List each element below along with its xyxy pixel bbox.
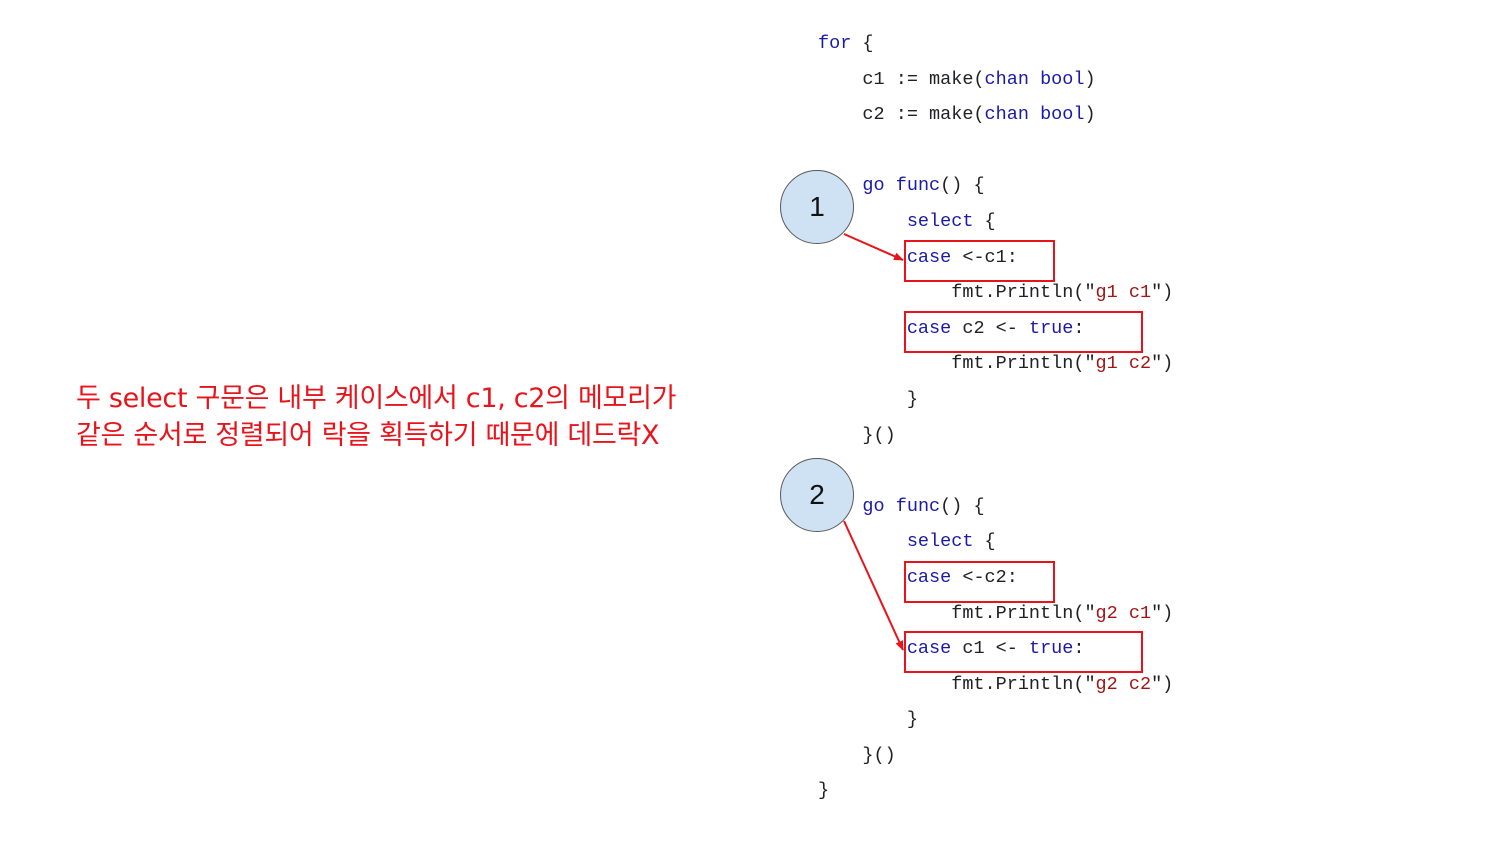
step-marker-2-label: 2 bbox=[809, 479, 825, 510]
code-text: { bbox=[973, 210, 996, 232]
code-string: g1 c1 bbox=[1095, 282, 1152, 304]
code-text: ") bbox=[1151, 673, 1174, 695]
code-keyword: case bbox=[906, 566, 952, 588]
code-line: select { bbox=[818, 204, 1173, 240]
code-line: }() bbox=[818, 738, 1173, 774]
code-string: g1 c2 bbox=[1095, 353, 1152, 375]
code-block: for { c1 := make(chan bool) c2 := make(c… bbox=[818, 26, 1173, 809]
highlight-box-g1-case-c1 bbox=[904, 240, 1055, 282]
code-string: g2 c2 bbox=[1095, 673, 1152, 695]
code-text: } bbox=[818, 388, 918, 410]
code-keyword: func bbox=[895, 175, 941, 197]
code-line: } bbox=[818, 773, 1173, 809]
code-text: } bbox=[818, 780, 830, 802]
code-text: c2 <- bbox=[951, 317, 1029, 339]
code-text: ) bbox=[1084, 68, 1096, 90]
arrow-1 bbox=[843, 233, 904, 261]
code-keyword: select bbox=[906, 531, 974, 553]
code-line: select { bbox=[818, 524, 1173, 560]
code-line: case <-c1: bbox=[818, 240, 1173, 276]
highlight-box-g1-case-c2 bbox=[904, 311, 1143, 353]
code-text: { bbox=[851, 33, 874, 54]
code-line: fmt.Println("g1 c2") bbox=[818, 346, 1173, 382]
code-text: c1 := make( bbox=[818, 68, 985, 90]
code-text: fmt.Println(" bbox=[818, 602, 1096, 624]
code-text: <-c1: bbox=[951, 246, 1018, 268]
code-line: fmt.Println("g2 c2") bbox=[818, 667, 1173, 703]
code-text: : bbox=[1073, 638, 1085, 660]
code-line: }() bbox=[818, 418, 1173, 454]
code-line: fmt.Println("g1 c1") bbox=[818, 275, 1173, 311]
code-line: case c1 <- true: bbox=[818, 631, 1173, 667]
code-keyword: go bbox=[862, 495, 885, 517]
annotation-text: 두 select 구문은 내부 케이스에서 c1, c2의 메모리가 같은 순서… bbox=[76, 380, 676, 454]
code-text: c2 := make( bbox=[818, 104, 985, 126]
code-line: for { bbox=[818, 26, 1173, 62]
code-text: <-c2: bbox=[951, 566, 1018, 588]
code-text: fmt.Println(" bbox=[818, 282, 1096, 304]
code-line: case c2 <- true: bbox=[818, 311, 1173, 347]
code-text: { bbox=[973, 531, 996, 553]
step-marker-1-label: 1 bbox=[809, 191, 825, 222]
code-text: () { bbox=[940, 495, 985, 517]
code-keyword: case bbox=[906, 638, 952, 660]
step-marker-2: 2 bbox=[780, 458, 854, 532]
code-text: fmt.Println(" bbox=[818, 673, 1096, 695]
code-keyword: func bbox=[895, 495, 941, 517]
code-keyword: case bbox=[906, 317, 952, 339]
code-keyword: chan bbox=[984, 68, 1029, 90]
code-text: c1 <- bbox=[951, 638, 1029, 660]
code-keyword: bool bbox=[1040, 68, 1085, 90]
code-keyword: true bbox=[1028, 317, 1074, 339]
code-line: } bbox=[818, 382, 1173, 418]
code-text: }() bbox=[818, 424, 896, 446]
highlight-box-g2-case-c1 bbox=[904, 631, 1143, 673]
code-keyword: true bbox=[1028, 638, 1074, 660]
code-text: ") bbox=[1151, 602, 1174, 624]
code-text: () { bbox=[940, 175, 985, 197]
code-text: ") bbox=[1151, 282, 1174, 304]
annotation-line-1: 두 select 구문은 내부 케이스에서 c1, c2의 메모리가 bbox=[76, 383, 677, 414]
code-text: }() bbox=[818, 744, 896, 766]
code-text: ") bbox=[1151, 353, 1174, 375]
highlight-box-g2-case-c2 bbox=[904, 561, 1055, 603]
code-line: fmt.Println("g2 c1") bbox=[818, 596, 1173, 632]
code-line: c1 := make(chan bool) bbox=[818, 62, 1173, 98]
code-line: case <-c2: bbox=[818, 560, 1173, 596]
annotation-line-2: 같은 순서로 정렬되어 락을 획득하기 때문에 데드락X bbox=[76, 420, 660, 451]
code-text: fmt.Println(" bbox=[818, 353, 1096, 375]
arrow-2 bbox=[843, 520, 904, 651]
code-keyword: chan bbox=[984, 104, 1029, 126]
code-keyword: select bbox=[906, 210, 974, 232]
code-text: : bbox=[1073, 317, 1085, 339]
code-keyword: bool bbox=[1040, 104, 1085, 126]
code-line: c2 := make(chan bool) bbox=[818, 97, 1173, 133]
code-text: } bbox=[818, 709, 918, 731]
code-keyword: for bbox=[818, 33, 852, 54]
code-line: go func() { bbox=[818, 168, 1173, 204]
code-line: } bbox=[818, 702, 1173, 738]
code-string: g2 c1 bbox=[1095, 602, 1152, 624]
code-line: go func() { bbox=[818, 489, 1173, 525]
code-keyword: go bbox=[862, 175, 885, 197]
code-text: ) bbox=[1084, 104, 1096, 126]
code-keyword: case bbox=[906, 246, 952, 268]
step-marker-1: 1 bbox=[780, 170, 854, 244]
